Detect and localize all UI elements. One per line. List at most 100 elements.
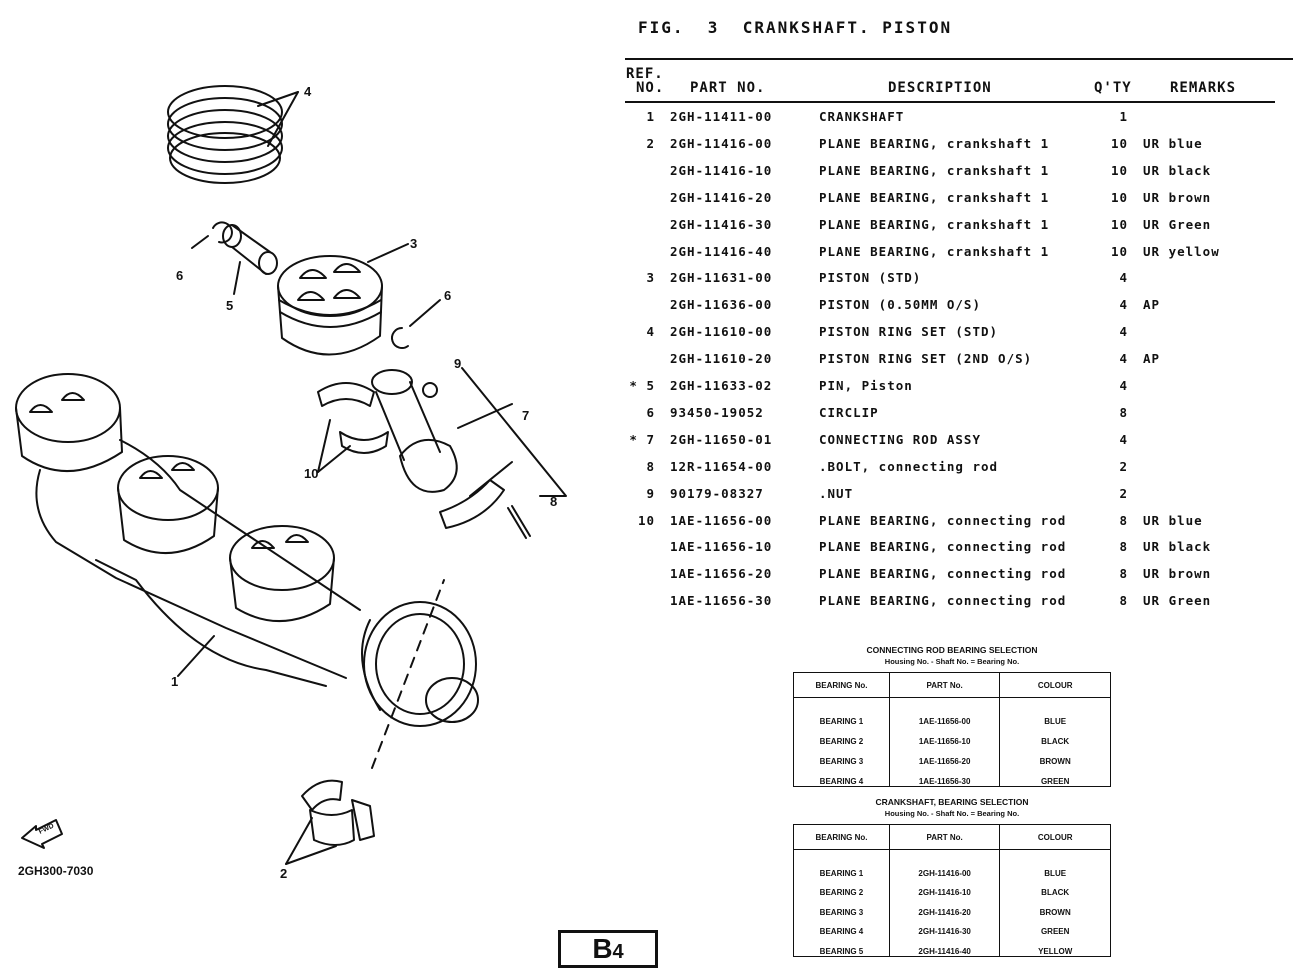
table-cell: BLACK (999, 877, 1111, 897)
header-rule (625, 58, 1293, 60)
part-description: PLANE BEARING, connecting rod (819, 539, 1067, 555)
part-part-no: 2GH-11633-02 (670, 378, 773, 393)
callout-10: 10 (304, 466, 318, 481)
table-cell: 2GH-11416-20 (888, 897, 1001, 917)
col-qty: Q'TY (1094, 80, 1132, 96)
part-ref: 4 (646, 324, 655, 340)
part-description: CRANKSHAFT (819, 109, 905, 124)
part-part-no: 2GH-11650-01 (670, 431, 773, 447)
table-cell: BEARING 1 (793, 697, 890, 726)
table-cell: BEARING 2 (793, 726, 890, 746)
callout-4: 4 (304, 84, 312, 99)
table-cell: BROWN (999, 746, 1111, 766)
table-cell: GREEN (999, 766, 1111, 787)
part-part-no: 2GH-11411-00 (670, 109, 773, 124)
conrod-selection-subtitle: Housing No. - Shaft No. = Bearing No. (884, 657, 1020, 666)
part-ref: 3 (646, 270, 655, 286)
table-cell: 2GH-11416-00 (888, 849, 1001, 878)
part-description: CIRCLIP (819, 404, 879, 420)
part-remarks: UR brown (1143, 566, 1212, 582)
part-remarks: UR Green (1143, 593, 1212, 609)
table-cell: BEARING 1 (793, 849, 890, 878)
part-qty: 8 (1119, 593, 1128, 609)
part-qty: 4 (1119, 378, 1128, 393)
callout-8: 8 (550, 494, 557, 509)
table-cell: BEARING 2 (793, 877, 890, 897)
part-qty: 10 (1110, 189, 1128, 205)
piston-pin-drawing (191, 221, 278, 295)
callout-6a: 6 (176, 268, 183, 283)
part-ref: 9 (646, 485, 655, 501)
part-part-no: 93450-19052 (670, 404, 764, 420)
part-description: PISTON RING SET (STD) (819, 324, 999, 340)
part-part-no: 2GH-11610-20 (670, 351, 773, 367)
col-ref-line2: NO. (636, 80, 665, 96)
crank-selection-title: CRANKSHAFT, BEARING SELECTION (875, 797, 1029, 807)
part-remarks: UR brown (1143, 189, 1212, 205)
table-header: COLOUR (999, 672, 1111, 698)
part-qty: 2 (1119, 485, 1128, 501)
part-part-no: 12R-11654-00 (670, 458, 773, 474)
callout-5: 5 (226, 298, 233, 313)
part-description: PLANE BEARING, crankshaft 1 (819, 216, 1050, 232)
part-ref: 10 (637, 512, 655, 528)
exploded-diagram: 1 2 3 4 5 6 6 7 8 9 10 FWD (15, 84, 567, 881)
part-description: .BOLT, connecting rod (819, 458, 999, 474)
table-cell: 1AE-11656-10 (888, 726, 1001, 746)
part-description: PLANE BEARING, crankshaft 1 (819, 189, 1050, 205)
part-qty: 4 (1119, 270, 1128, 286)
part-description: PLANE BEARING, crankshaft 1 (819, 135, 1050, 151)
table-row: 1AE-11656-10 PLANE BEARING, connecting ro… (0, 539, 1294, 559)
table-cell: 2GH-11416-40 (888, 936, 1001, 957)
table-cell: BEARING 4 (793, 916, 890, 936)
part-ref: 2 (646, 135, 655, 151)
col-part-no: PART NO. (690, 80, 766, 96)
drawing-code: 2GH300-7030 (18, 864, 94, 878)
table-header: BEARING No. (793, 672, 890, 698)
part-qty: 4 (1119, 297, 1128, 313)
table-header: COLOUR (999, 824, 1111, 850)
piston-drawing (277, 243, 441, 356)
part-remarks: UR black (1143, 539, 1212, 555)
page-label-main: B (592, 933, 613, 964)
part-part-no: 2GH-11610-00 (670, 324, 773, 340)
col-ref-line1: REF. (626, 66, 664, 82)
part-qty: 10 (1110, 135, 1128, 151)
part-remarks: UR blue (1143, 135, 1203, 151)
callout-9: 9 (454, 356, 461, 371)
table-cell: BEARING 3 (793, 746, 890, 766)
table-cell: BLUE (999, 849, 1111, 878)
table-header: BEARING No. (793, 824, 890, 850)
table-cell: BEARING 3 (793, 897, 890, 917)
connecting-rod-drawing (371, 367, 567, 539)
table-cell: GREEN (999, 916, 1111, 936)
part-qty: 8 (1119, 512, 1128, 528)
col-description: DESCRIPTION (888, 80, 992, 96)
fwd-label: FWD (38, 823, 55, 836)
table-cell: BLUE (999, 697, 1111, 726)
part-description: PLANE BEARING, connecting rod (819, 512, 1067, 528)
part-part-no: 1AE-11656-10 (670, 539, 773, 555)
part-part-no: 1AE-11656-30 (670, 593, 773, 609)
table-cell: 1AE-11656-30 (888, 766, 1001, 787)
table-cell: YELLOW (999, 936, 1111, 957)
conrod-bearing-drawing (317, 382, 389, 473)
col-remarks: REMARKS (1170, 80, 1237, 96)
part-ref: * 7 (629, 431, 655, 447)
table-cell: 1AE-11656-20 (888, 746, 1001, 766)
callout-1: 1 (171, 674, 178, 689)
